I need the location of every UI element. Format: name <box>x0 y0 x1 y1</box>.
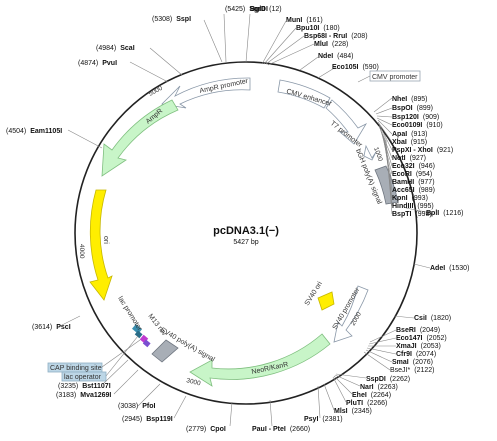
site-acc65i: Acc65I (989) <box>392 179 435 196</box>
site-mlsi: MlsI (2345) <box>334 400 372 417</box>
sv40-promoter-arrow <box>333 285 369 343</box>
site-mlui: MluI (228) <box>314 33 348 50</box>
cap-leader <box>101 339 141 368</box>
site-muni: MunI (161) <box>286 9 323 26</box>
site-xmaji: XmaJI (2053) <box>396 335 441 352</box>
site-bspti: BspTI (998) <box>392 203 432 220</box>
site-mva1269i: (3183) Mva1269I <box>56 384 111 401</box>
site-ehei: EheI (2264) <box>352 384 391 401</box>
site-sspdi: SspDI (2262) <box>366 368 410 385</box>
lac-promoter-box <box>132 324 142 334</box>
site-csii: CsiI (1820) <box>414 307 451 324</box>
site-pvui: (4874) PvuI <box>78 52 117 69</box>
site-bglii: BglII (12) <box>250 0 282 15</box>
cmv-promoter-leader <box>357 75 371 83</box>
site-kpni: KpnI (993) <box>392 187 428 204</box>
site-adei: AdeI (1530) <box>430 257 469 274</box>
lac-op-leader <box>105 335 139 377</box>
site-sspi: (5308) SspI <box>152 8 191 25</box>
site-bsp68i: Bsp68I - RruI (208) <box>304 25 368 42</box>
site-cpoi: (2779) CpoI <box>186 418 226 435</box>
site-labels: (5425) SgrDI BglII (12) (5308) SspI MunI… <box>6 0 469 435</box>
cmv-promoter-callout: CMV promoter <box>372 74 418 81</box>
site-leaders <box>59 13 431 427</box>
site-ecori: EcoRI (954) <box>392 163 432 180</box>
cap-binding-callout: CAP binding site <box>50 365 102 372</box>
sv40-ori-box <box>317 291 335 311</box>
site-paui: PauI - PteI (2660) <box>252 418 310 435</box>
site-xbai: XbaI (915) <box>392 131 427 148</box>
site-scai: (4984) ScaI <box>96 37 135 54</box>
sv40-polya-box <box>151 339 179 363</box>
site-sgrdi: (5425) SgrDI <box>225 0 268 15</box>
site-bamhi: BamHI (977) <box>392 171 435 188</box>
tick-1000: 1000 <box>372 146 384 162</box>
lac-promoter-label: lac promoter <box>116 295 143 332</box>
m13-rev-label: M13 rev <box>146 313 167 338</box>
site-hindiii: HindIII (995) <box>392 195 434 212</box>
site-eam1105i: (4504) Eam1105I <box>6 120 62 137</box>
lac-operator-callout: lac operator <box>64 374 102 381</box>
site-apai: ApaI (913) <box>392 123 428 140</box>
site-eco105i: Eco105I (590) <box>332 56 379 73</box>
m13-rev-box <box>142 339 151 348</box>
t7-promoter-arrow <box>363 144 377 161</box>
site-pfoi: (3038) PfoI <box>118 395 156 412</box>
site-nhei: NheI (895) <box>392 88 428 105</box>
site-cfr9i: Cfr9I (2074) <box>396 343 436 360</box>
site-bseri: BseRI (2049) <box>396 319 440 336</box>
plasmid-length: 5427 bp <box>233 239 258 246</box>
site-pspxi: PspXI - XhoI (921) <box>392 139 453 156</box>
ampr-gene-arrow <box>101 99 179 177</box>
site-bsp120i: Bsp120I (909) <box>392 106 439 123</box>
ori-label: ori <box>102 236 109 244</box>
site-noti: NotI (927) <box>392 147 426 164</box>
cmv-enhancer-arrow <box>277 79 331 109</box>
lac-operator-callout-box <box>61 371 107 382</box>
cmv-promoter-arrow <box>325 99 368 145</box>
site-bst1107i: (3235) Bst1107I <box>58 375 111 392</box>
site-psyi: PsyI (2381) <box>304 408 343 425</box>
site-pluti: PluTI (2266) <box>346 392 387 409</box>
site-bspoi: BspOI (899) <box>392 97 433 114</box>
site-smai: SmaI (2076) <box>392 351 433 368</box>
site-ndei: NdeI (484) <box>318 45 354 62</box>
site-nari: NarI (2263) <box>360 376 398 393</box>
site-eco32i: Eco32I (946) <box>392 155 435 172</box>
site-bsp119i: (2945) Bsp119I <box>122 408 173 425</box>
plasmid-name: pcDNA3.1(−) <box>213 225 279 237</box>
tick-3000: 3000 <box>186 377 202 387</box>
tick-4000: 4000 <box>78 244 85 259</box>
site-eco147i: Eco147I (2052) <box>396 327 447 344</box>
site-bpli: BplI (1216) <box>426 202 463 219</box>
site-bseji: BseJI* (2122) <box>390 359 434 376</box>
site-bpu10i: Bpu10I (180) <box>296 17 340 34</box>
site-eco0109i: Eco0109I (910) <box>392 114 443 131</box>
tick-5000: 5000 <box>148 85 164 98</box>
ori-arrow <box>89 189 113 301</box>
neor-gene-arrow <box>189 333 331 387</box>
site-psci: (3614) PscI <box>32 316 71 333</box>
lac-operator-box <box>134 330 143 339</box>
